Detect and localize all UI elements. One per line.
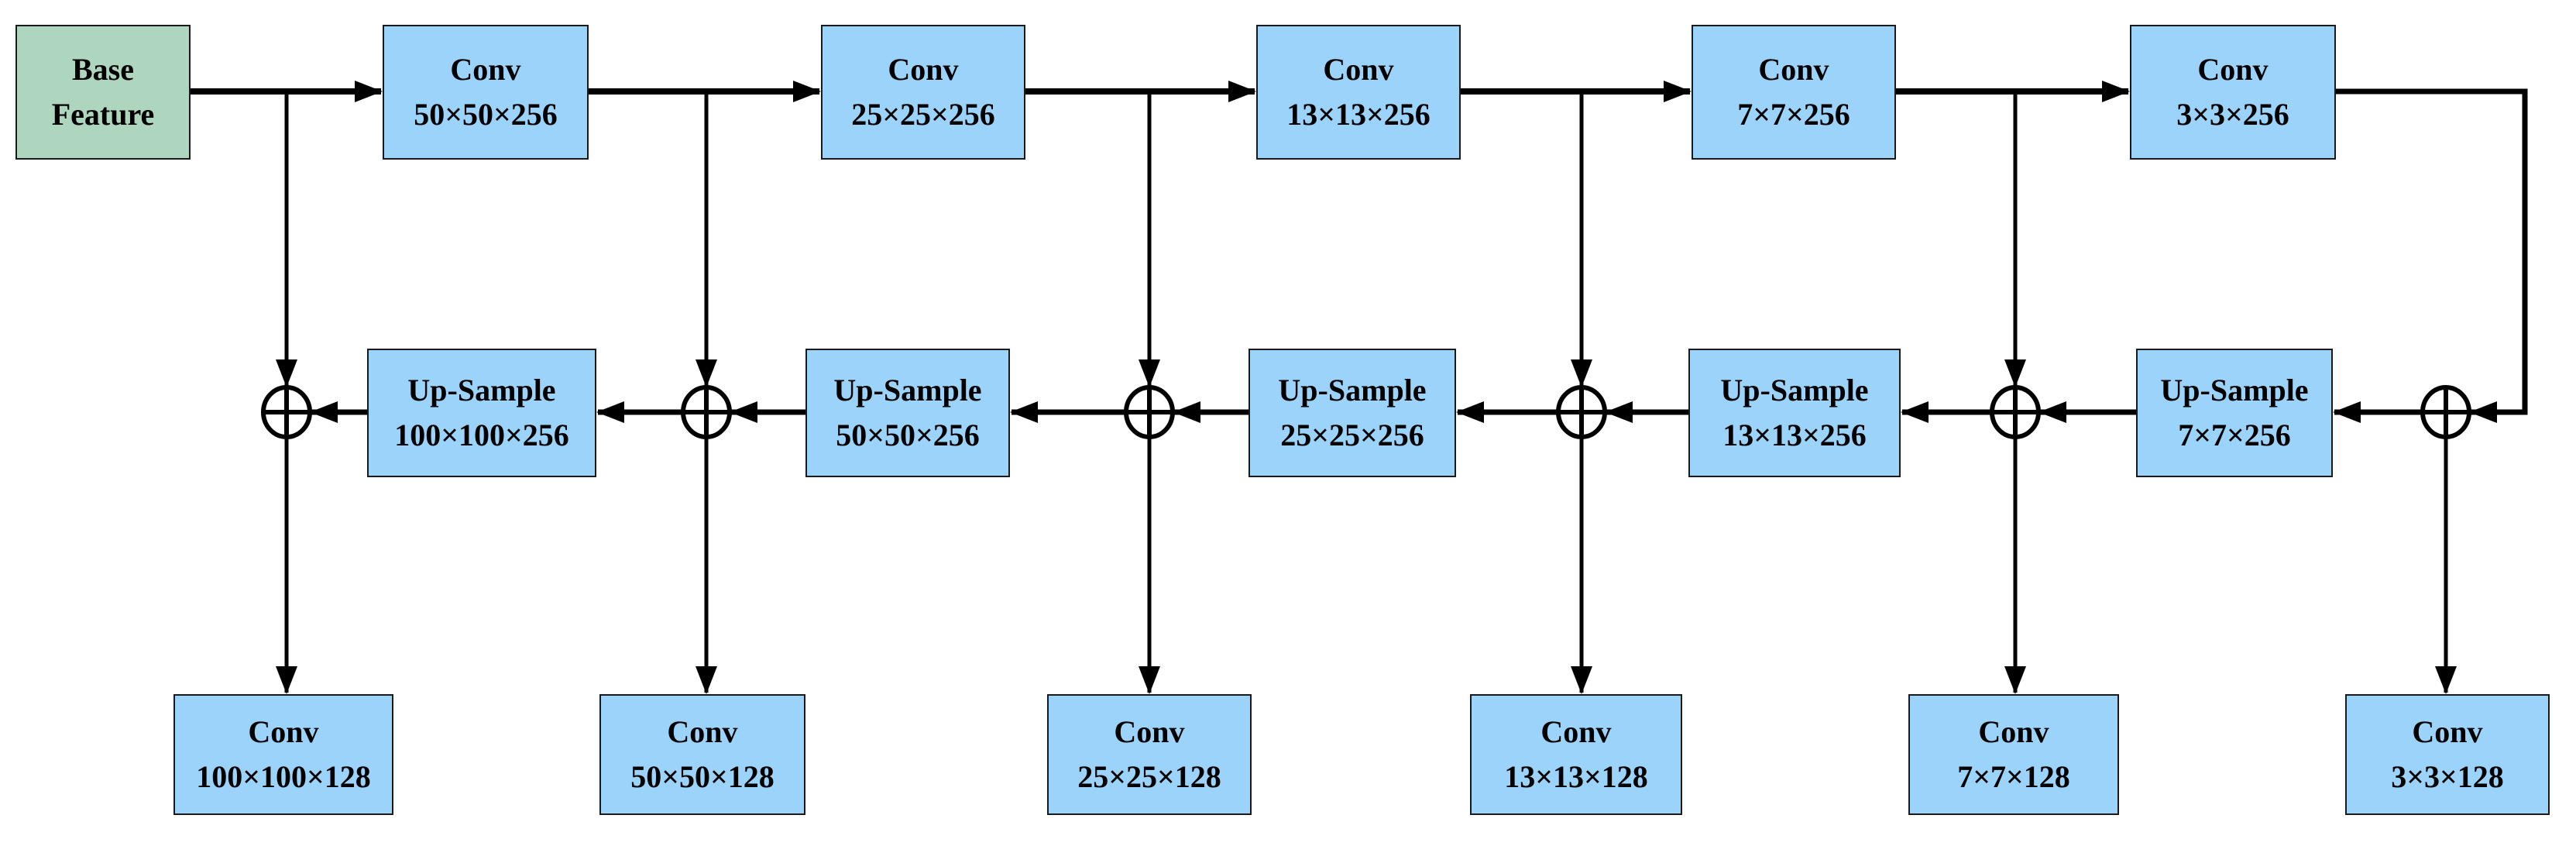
box-dims: 25×25×128 <box>1077 759 1221 794</box>
box-label: Conv <box>450 52 521 87</box>
box-label: Up-Sample <box>1278 373 1427 408</box>
box-label: Conv <box>1323 52 1394 87</box>
add-node-1 <box>261 385 312 439</box>
box-conv-3x3x256: Conv 3×3×256 <box>2130 25 2336 160</box>
box-conv-50x50x128: Conv 50×50×128 <box>599 694 805 815</box>
add-node-6 <box>2420 385 2471 439</box>
box-dims: 7×7×256 <box>1737 97 1850 132</box>
box-conv-25x25x128: Conv 25×25×128 <box>1047 694 1252 815</box>
box-dims: 7×7×256 <box>2178 418 2291 452</box>
box-label: Up-Sample <box>1720 373 1869 408</box>
box-label: Conv <box>1978 714 2049 749</box>
box-label: Up-Sample <box>833 373 982 408</box>
box-label: Conv <box>1114 714 1185 749</box>
box-label: Conv <box>248 714 319 749</box>
box-dims: 13×13×128 <box>1504 759 1648 794</box>
box-label: Up-Sample <box>407 373 556 408</box>
box-conv-7x7x128: Conv 7×7×128 <box>1908 694 2119 815</box>
add-node-5 <box>1990 385 2041 439</box>
box-dims: 50×50×256 <box>836 418 980 452</box>
box-label: Conv <box>667 714 738 749</box>
box-dims: 50×50×128 <box>630 759 775 794</box>
box-dims: 3×3×256 <box>2176 97 2289 132</box>
box-conv-25x25x256: Conv 25×25×256 <box>821 25 1025 160</box>
box-dims: 13×13×256 <box>1722 418 1867 452</box>
box-label: Up-Sample <box>2160 373 2309 408</box>
box-label: Conv <box>888 52 959 87</box>
add-node-4 <box>1556 385 1607 439</box>
box-dims: 25×25×256 <box>1280 418 1424 452</box>
box-upsample-25x25x256: Up-Sample 25×25×256 <box>1249 349 1456 477</box>
box-base-feature: Base Feature <box>15 25 191 160</box>
box-upsample-100x100x256: Up-Sample 100×100×256 <box>367 349 596 477</box>
box-dims: 25×25×256 <box>851 97 995 132</box>
box-label: Conv <box>1540 714 1612 749</box>
box-upsample-13x13x256: Up-Sample 13×13×256 <box>1688 349 1901 477</box>
edge-conv5-wrap-to-add6 <box>2336 88 2528 423</box>
box-label: Base <box>72 52 134 87</box>
box-conv-3x3x128: Conv 3×3×128 <box>2345 694 2550 815</box>
box-conv-50x50x256: Conv 50×50×256 <box>383 25 589 160</box>
box-label: Conv <box>2197 52 2269 87</box>
box-label: Feature <box>51 97 155 132</box>
box-label: Conv <box>2412 714 2483 749</box>
box-conv-7x7x256: Conv 7×7×256 <box>1692 25 1896 160</box>
box-upsample-50x50x256: Up-Sample 50×50×256 <box>805 349 1010 477</box>
box-conv-13x13x128: Conv 13×13×128 <box>1470 694 1682 815</box>
box-dims: 3×3×128 <box>2391 759 2504 794</box>
box-conv-13x13x256: Conv 13×13×256 <box>1256 25 1461 160</box>
box-conv-100x100x128: Conv 100×100×128 <box>173 694 393 815</box>
box-dims: 7×7×128 <box>1957 759 2070 794</box>
box-dims: 13×13×256 <box>1286 97 1431 132</box>
add-node-2 <box>681 385 732 439</box>
box-label: Conv <box>1758 52 1829 87</box>
box-dims: 50×50×256 <box>414 97 558 132</box>
box-upsample-7x7x256: Up-Sample 7×7×256 <box>2136 349 2333 477</box>
box-dims: 100×100×256 <box>394 418 569 452</box>
box-dims: 100×100×128 <box>196 759 371 794</box>
add-node-3 <box>1124 385 1175 439</box>
